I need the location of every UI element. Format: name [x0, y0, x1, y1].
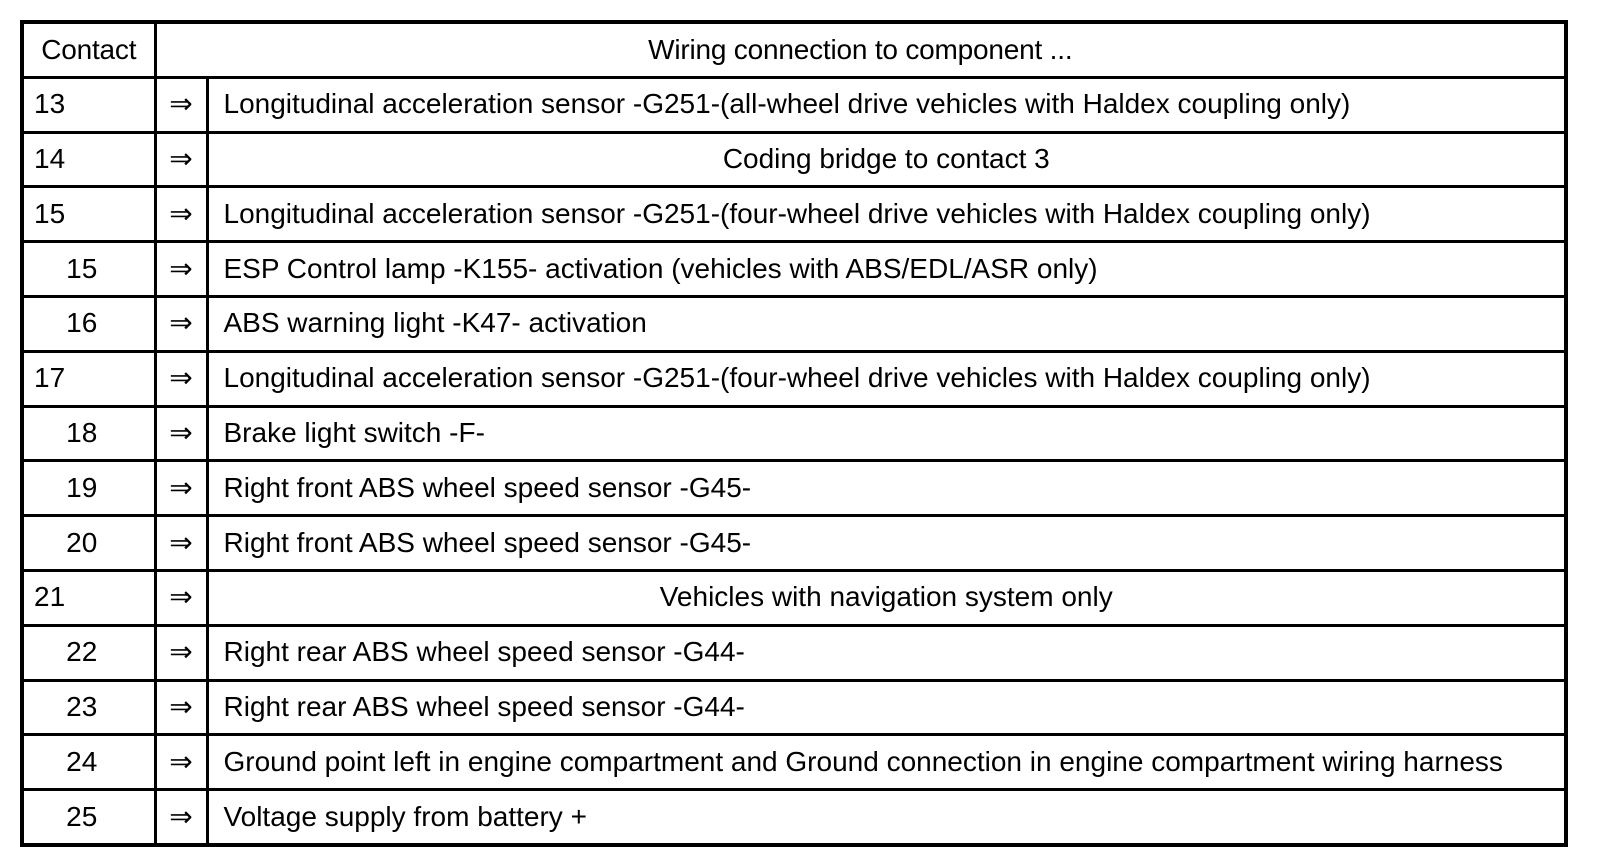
wiring-connection-description: Coding bridge to contact 3 — [205, 130, 1568, 189]
wiring-connection-table: Contact Wiring connection to component .… — [20, 20, 1569, 847]
double-right-arrow-icon: ⇒ — [153, 349, 209, 408]
page-root: Contact Wiring connection to component .… — [20, 20, 1569, 847]
table-row: 17⇒Longitudinal acceleration sensor -G25… — [20, 349, 1568, 408]
double-right-arrow-icon: ⇒ — [153, 733, 209, 792]
wiring-connection-description: Right front ABS wheel speed sensor -G45- — [205, 514, 1568, 572]
double-right-arrow-icon: ⇒ — [153, 568, 209, 627]
double-right-arrow-icon: ⇒ — [153, 459, 209, 518]
table-row: 19⇒Right front ABS wheel speed sensor -G… — [20, 459, 1568, 518]
contact-number: 19 — [20, 459, 157, 518]
double-right-arrow-icon: ⇒ — [153, 678, 209, 737]
contact-number: 18 — [20, 404, 157, 463]
wiring-connection-description: Right front ABS wheel speed sensor -G45- — [205, 459, 1568, 518]
contact-number: 13 — [20, 75, 157, 134]
contact-number: 14 — [20, 130, 157, 189]
wiring-connection-description: Longitudinal acceleration sensor -G251-(… — [205, 349, 1568, 408]
column-header-contact: Contact — [20, 20, 157, 79]
double-right-arrow-icon: ⇒ — [153, 130, 209, 189]
wiring-connection-description: Ground point left in engine compartment … — [205, 733, 1568, 792]
table-header: Contact Wiring connection to component .… — [20, 20, 1568, 79]
double-right-arrow-icon: ⇒ — [153, 294, 209, 353]
double-right-arrow-icon: ⇒ — [153, 404, 209, 463]
contact-number: 22 — [20, 623, 157, 682]
contact-number: 24 — [20, 733, 157, 792]
double-right-arrow-icon: ⇒ — [153, 788, 209, 847]
double-right-arrow-icon: ⇒ — [153, 623, 209, 682]
wiring-connection-description: Voltage supply from battery + — [205, 788, 1568, 847]
double-right-arrow-icon: ⇒ — [153, 185, 209, 244]
table-row: 15⇒ESP Control lamp -K155- activation (v… — [20, 240, 1568, 298]
contact-number: 15 — [20, 240, 157, 298]
wiring-connection-description: Longitudinal acceleration sensor -G251-(… — [205, 75, 1568, 134]
table-row: 20⇒Right front ABS wheel speed sensor -G… — [20, 514, 1568, 572]
column-header-wiring-connection: Wiring connection to component ... — [153, 20, 1568, 79]
table-row: 13⇒Longitudinal acceleration sensor -G25… — [20, 75, 1568, 134]
table-row: 14⇒Coding bridge to contact 3 — [20, 130, 1568, 189]
contact-number: 17 — [20, 349, 157, 408]
contact-number: 23 — [20, 678, 157, 737]
contact-number: 25 — [20, 788, 157, 847]
wiring-connection-description: Longitudinal acceleration sensor -G251-(… — [205, 185, 1568, 244]
table-row: 24⇒Ground point left in engine compartme… — [20, 733, 1568, 792]
table-row: 18⇒Brake light switch -F- — [20, 404, 1568, 463]
wiring-connection-description: Vehicles with navigation system only — [205, 568, 1568, 627]
wiring-connection-description: Right rear ABS wheel speed sensor -G44- — [205, 678, 1568, 737]
table-row: 23⇒Right rear ABS wheel speed sensor -G4… — [20, 678, 1568, 737]
table-row: 16⇒ABS warning light -K47- activation — [20, 294, 1568, 353]
table-body: 13⇒Longitudinal acceleration sensor -G25… — [20, 75, 1568, 847]
wiring-connection-description: Right rear ABS wheel speed sensor -G44- — [205, 623, 1568, 682]
contact-number: 20 — [20, 514, 157, 572]
contact-number: 15 — [20, 185, 157, 244]
contact-number: 21 — [20, 568, 157, 627]
contact-number: 16 — [20, 294, 157, 353]
double-right-arrow-icon: ⇒ — [153, 240, 209, 298]
table-row: 22⇒Right rear ABS wheel speed sensor -G4… — [20, 623, 1568, 682]
wiring-connection-description: Brake light switch -F- — [205, 404, 1568, 463]
table-header-row: Contact Wiring connection to component .… — [20, 20, 1568, 79]
wiring-connection-description: ABS warning light -K47- activation — [205, 294, 1568, 353]
double-right-arrow-icon: ⇒ — [153, 514, 209, 572]
double-right-arrow-icon: ⇒ — [153, 75, 209, 134]
table-row: 25⇒Voltage supply from battery + — [20, 788, 1568, 847]
wiring-connection-description: ESP Control lamp -K155- activation (vehi… — [205, 240, 1568, 298]
table-row: 21⇒Vehicles with navigation system only — [20, 568, 1568, 627]
table-row: 15⇒Longitudinal acceleration sensor -G25… — [20, 185, 1568, 244]
